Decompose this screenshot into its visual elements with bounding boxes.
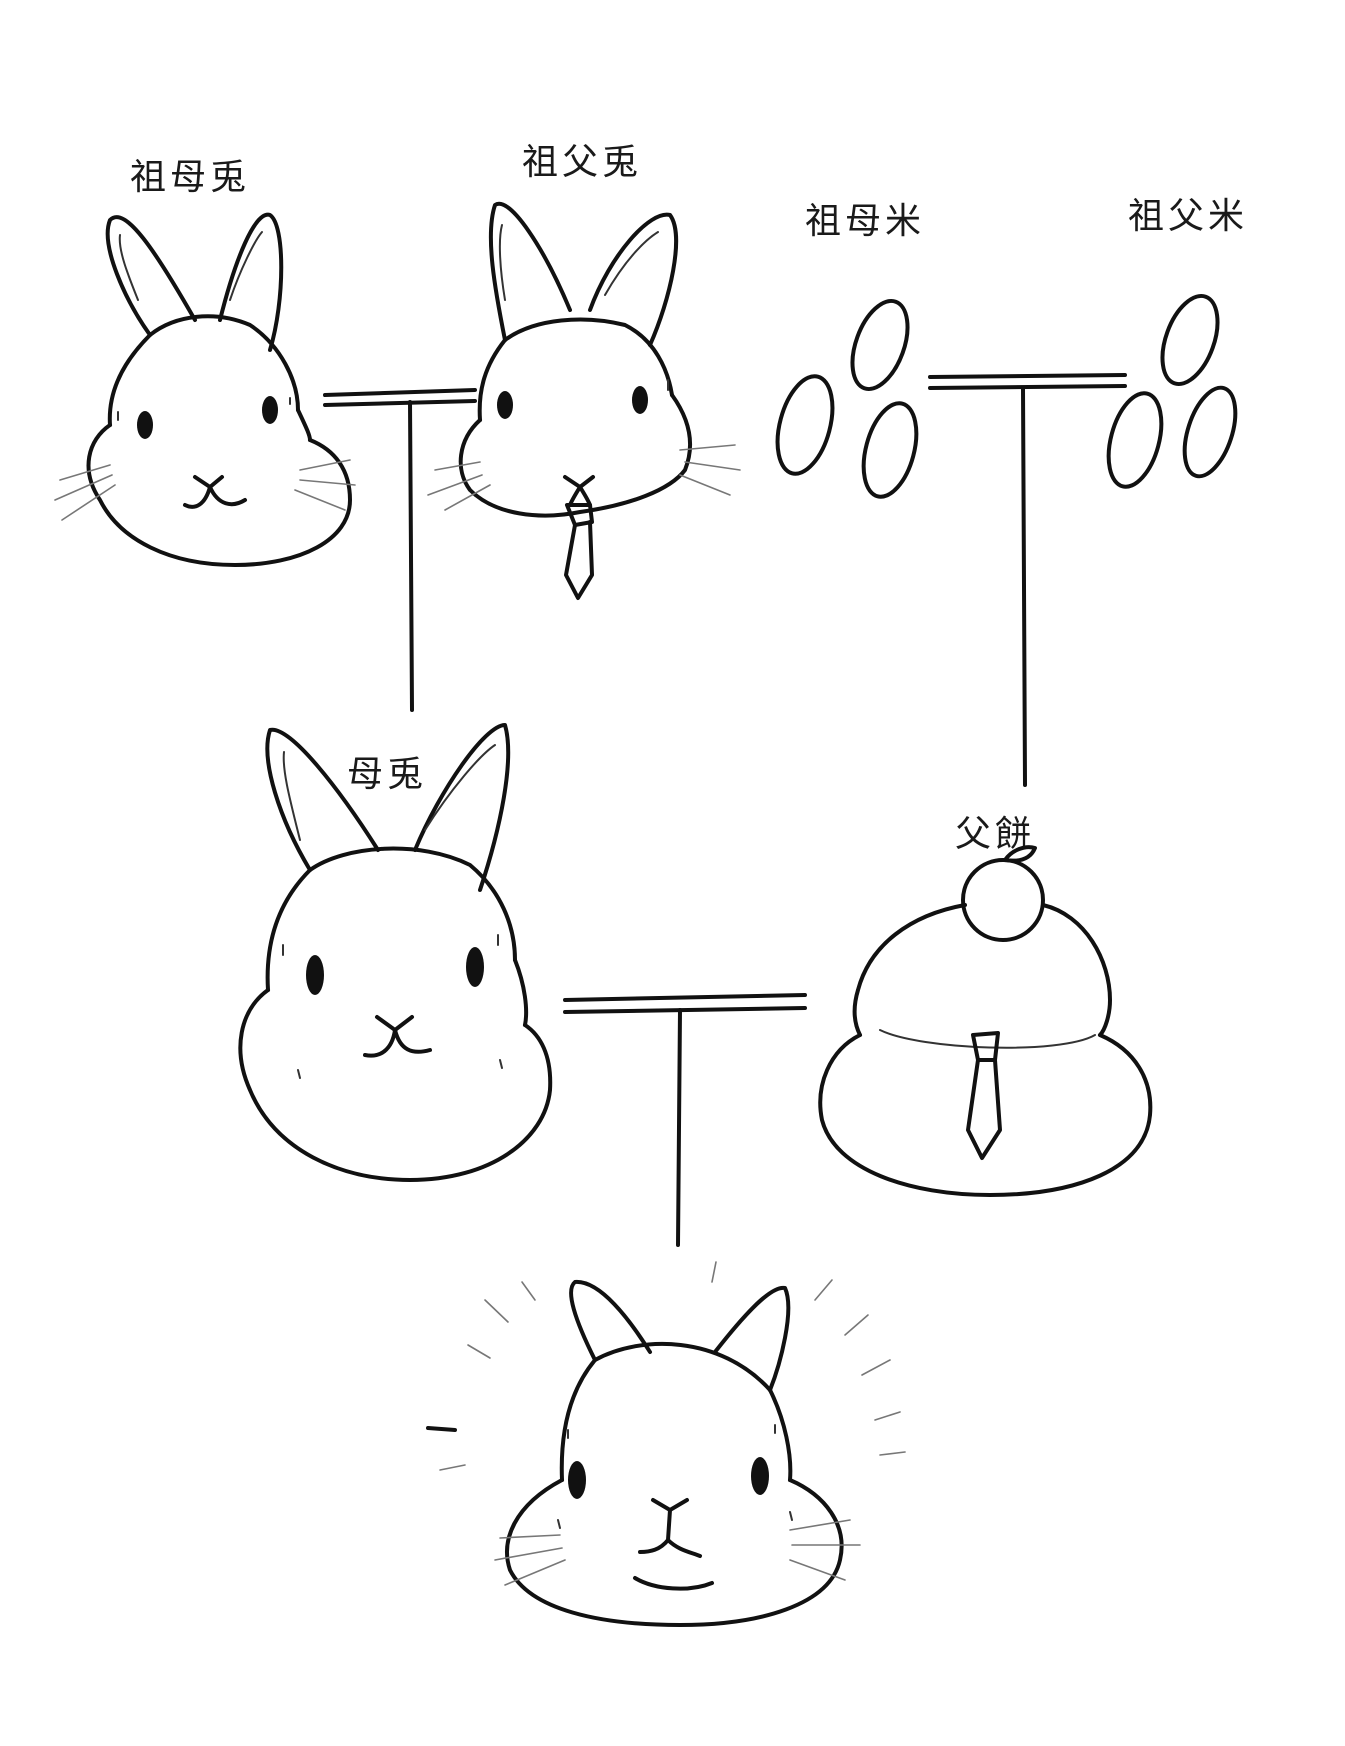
connector-rabbit-grandparents xyxy=(323,388,477,712)
father-mochi-illustration xyxy=(818,845,1153,1197)
label-grandmother-rice: 祖母米 xyxy=(805,201,926,242)
grandmother-rabbit-illustration xyxy=(54,212,356,567)
grandfather-rice-illustration xyxy=(1106,294,1238,489)
glow-rays xyxy=(426,1261,906,1471)
label-grandfather-rice: 祖父米 xyxy=(1128,196,1249,237)
child-rabbit-illustration xyxy=(426,1261,906,1627)
mother-rabbit-illustration xyxy=(238,723,553,1182)
connector-rice-grandparents xyxy=(928,373,1127,787)
label-grandfather-rabbit: 祖父兎 xyxy=(522,142,643,183)
grandfather-rabbit-illustration xyxy=(427,201,741,600)
label-grandmother-rabbit: 祖母兎 xyxy=(130,157,251,198)
grandmother-rice-illustration xyxy=(775,299,919,499)
connector-parents xyxy=(563,993,807,1247)
label-mother-rabbit: 母兎 xyxy=(347,754,428,795)
